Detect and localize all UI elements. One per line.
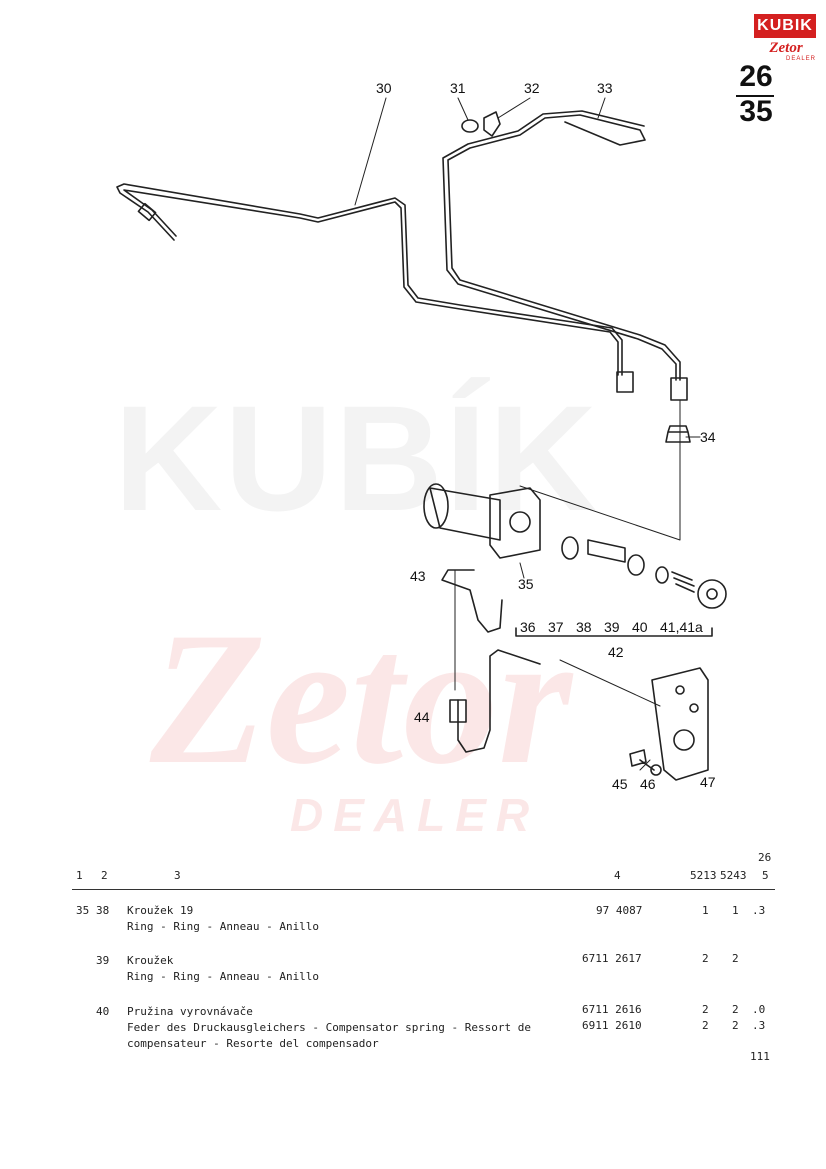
cylinder-35-bore [509, 511, 531, 533]
callout-33: 33 [597, 80, 613, 96]
col-header-5243: 5243 [720, 869, 747, 882]
plate-47-hole-1 [675, 685, 685, 695]
logo-kubik-text: KUBIK [754, 14, 816, 38]
part-39 [655, 566, 669, 584]
row-part-number: 6711 2617 [582, 952, 642, 965]
pipe-44-fitting [449, 699, 467, 723]
callout-41-41a: 41,41a [660, 619, 703, 635]
parts-diagram [116, 97, 727, 781]
row-position: 38 [96, 904, 110, 917]
cylinder-35 [429, 487, 501, 541]
callout-40: 40 [632, 619, 648, 635]
bracket-42 [515, 627, 713, 637]
row-note: .3 [752, 904, 766, 917]
row-qty-5213: 1 [702, 904, 709, 917]
part-38 [627, 554, 645, 576]
callout-37: 37 [548, 619, 564, 635]
pipe-30-fitting [137, 202, 157, 222]
row-qty-5213: 2 [702, 1003, 709, 1016]
logo-dealer-text: DEALER [785, 56, 816, 62]
callout-32: 32 [524, 80, 540, 96]
part-31 [461, 119, 479, 133]
callout-39: 39 [604, 619, 620, 635]
col-header-5: 5 [762, 869, 769, 882]
watermark-kubik: KUBÍK [114, 374, 599, 542]
pipe-33-inner [442, 110, 677, 381]
page-number-divider [736, 95, 774, 97]
part-40 [671, 571, 695, 593]
kubik-zetor-logo: KUBIK Zetor DEALER [754, 14, 816, 64]
part-41 [697, 579, 727, 609]
row-name-multi: Ring - Ring - Anneau - Anillo [127, 970, 320, 983]
pipe-33-end-fitting [670, 377, 688, 401]
col-header-1: 1 [76, 869, 83, 882]
col-header-26: 26 [758, 851, 772, 864]
part-37 [587, 539, 626, 563]
row-name-cz: Kroužek 19 [127, 904, 194, 917]
callout-35: 35 [518, 576, 534, 592]
part-32 [483, 111, 501, 137]
part-34 [665, 425, 691, 443]
page-number-top: 26 [739, 60, 773, 93]
row-part-number: 6711 2616 [582, 1003, 642, 1016]
callout-45: 45 [612, 776, 628, 792]
pipe-44 [457, 649, 541, 753]
col-header-4: 4 [614, 869, 621, 882]
row-qty-5243: 2 [732, 952, 739, 965]
row-qty-5243: 2 [732, 1003, 739, 1016]
row-note-2: .3 [752, 1019, 766, 1032]
row-name-multi: Feder des Druckausgleichers - Compensato… [127, 1021, 531, 1034]
row-qty-5213-2: 2 [702, 1019, 709, 1032]
part-36 [561, 536, 579, 560]
row-name-cz: Kroužek [127, 954, 174, 967]
logo-zetor-text: Zetor [769, 40, 803, 56]
cylinder-35-end [423, 483, 449, 529]
row-group: 35 [76, 904, 90, 917]
callout-30: 30 [376, 80, 392, 96]
row-name-cz: Pružina vyrovnávače [127, 1005, 253, 1018]
callout-47: 47 [700, 774, 716, 790]
pipe-30-inner [123, 189, 619, 376]
row-part-number: 97 4087 [596, 904, 643, 917]
washer-46 [650, 764, 662, 776]
row-name-multi: Ring - Ring - Anneau - Anillo [127, 920, 320, 933]
page-number-bottom: 35 [739, 95, 773, 128]
col-header-2: 2 [101, 869, 108, 882]
part-41-center [706, 588, 718, 600]
plate-47-hole-2 [689, 703, 699, 713]
plate-47 [651, 667, 709, 781]
table-header-rule [72, 889, 775, 890]
callout-43: 43 [410, 568, 426, 584]
col-header-3: 3 [174, 869, 181, 882]
row-qty-5213: 2 [702, 952, 709, 965]
watermark-zetor: Zetor [150, 594, 573, 804]
callout-42: 42 [608, 644, 624, 660]
callout-36: 36 [520, 619, 536, 635]
col-header-5213: 5213 [690, 869, 717, 882]
leader-lines [354, 97, 701, 771]
row-part-number-2: 6911 2610 [582, 1019, 642, 1032]
callout-31: 31 [450, 80, 466, 96]
pipe-43 [441, 569, 503, 633]
cylinder-35-flange [489, 487, 541, 559]
footer-page-number: 111 [750, 1050, 770, 1063]
callout-34: 34 [700, 429, 716, 445]
callout-44: 44 [414, 709, 430, 725]
pipe-33 [447, 114, 681, 381]
pipe-30-end-fitting [616, 371, 634, 393]
row-qty-5243: 1 [732, 904, 739, 917]
row-name-multi-continued: compensateur - Resorte del compensador [127, 1037, 379, 1050]
row-position: 39 [96, 954, 110, 967]
callout-46: 46 [640, 776, 656, 792]
plate-47-hole-3 [673, 729, 695, 751]
row-qty-5243-2: 2 [732, 1019, 739, 1032]
watermark-dealer: DEALER [290, 789, 540, 841]
row-note: .0 [752, 1003, 766, 1016]
row-position: 40 [96, 1005, 110, 1018]
callout-38: 38 [576, 619, 592, 635]
pipe-30 [116, 183, 623, 376]
